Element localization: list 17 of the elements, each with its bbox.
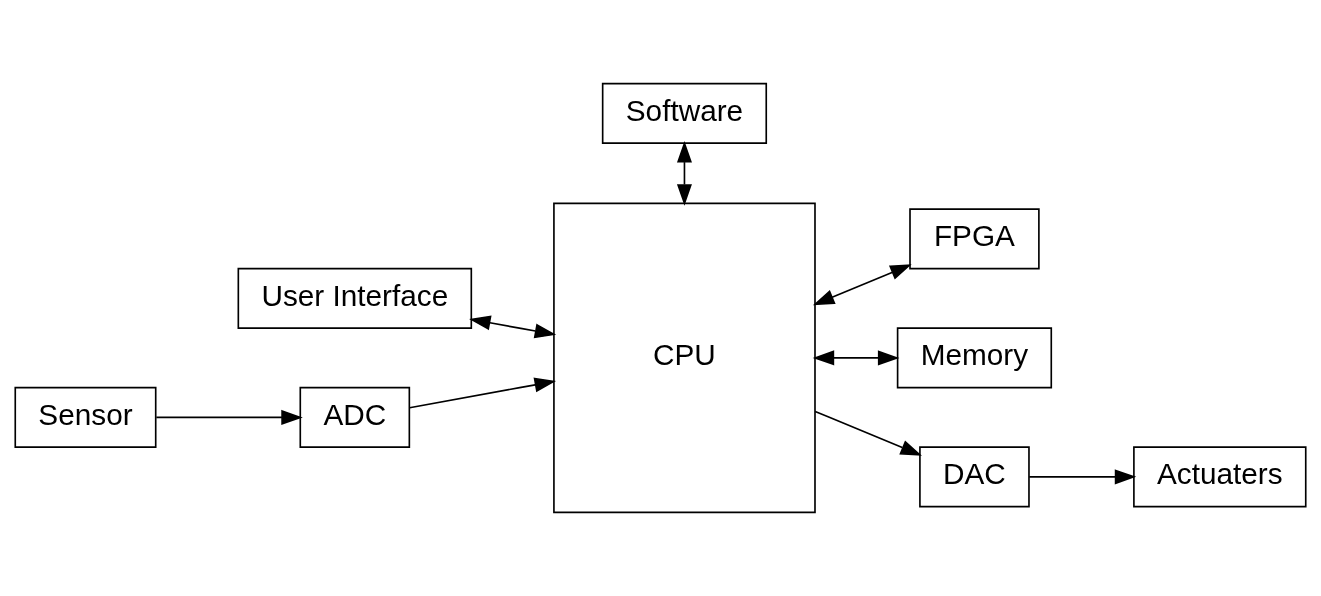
arrow [469,315,557,339]
arrow [814,410,922,456]
node-box: User Interface [237,267,473,329]
node-box: Actuaters [1133,446,1307,508]
arrow [1028,469,1137,485]
node-box: ADC [299,386,411,448]
node-box: Software [601,82,768,144]
arrow [155,409,303,425]
node-box: Sensor [14,386,157,448]
arrow [812,264,912,306]
node-box: CPU [553,202,816,514]
arrow [812,350,900,366]
arrow [408,377,557,409]
node-box: DAC [919,446,1030,508]
arrow [676,141,692,206]
node-box: FPGA [909,208,1040,270]
node-box: Memory [896,327,1053,389]
